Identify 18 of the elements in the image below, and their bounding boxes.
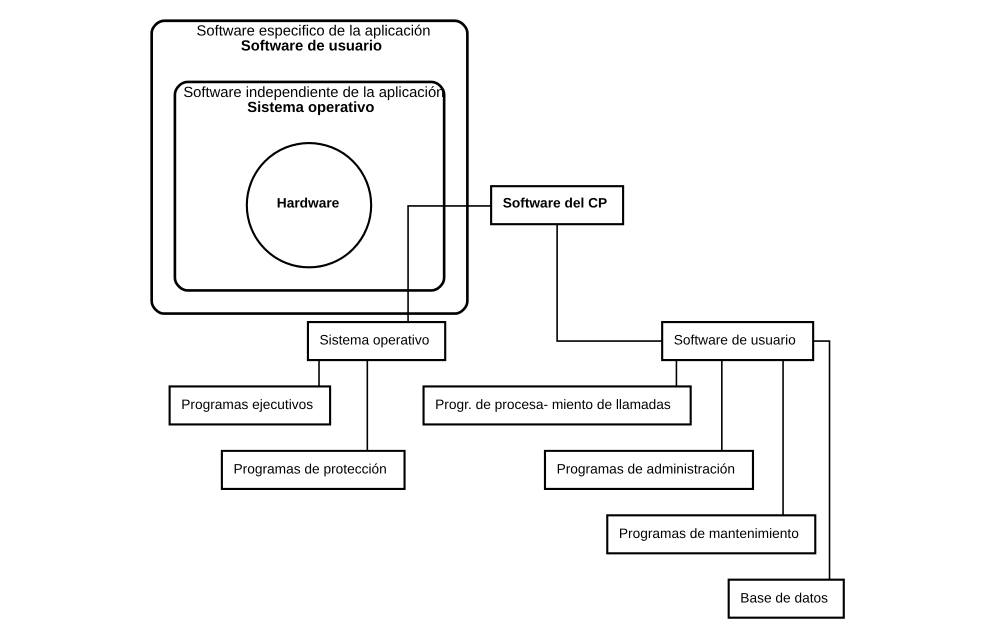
- node-box: Programas de mantenimiento: [606, 514, 816, 554]
- connector: [556, 224, 662, 342]
- node-box: Sistema operativo: [306, 321, 446, 362]
- node-box: Programas de protección: [220, 450, 406, 490]
- connector: [318, 360, 320, 386]
- node-box: Base de datos: [728, 578, 845, 619]
- node-box: Software del CP: [490, 185, 624, 226]
- node-box: Software de usuario: [661, 321, 814, 362]
- connector: [814, 340, 830, 580]
- node-circle: Hardware: [246, 142, 372, 268]
- connector: [676, 360, 678, 386]
- node-box: Programas de administración: [544, 450, 754, 490]
- node-box: Progr. de procesa- miento de llamadas: [422, 385, 692, 426]
- connector: [782, 360, 784, 516]
- node-box: Programas ejecutivos: [168, 385, 332, 426]
- connector: [366, 360, 368, 451]
- connector: [407, 205, 491, 322]
- connector: [721, 360, 723, 451]
